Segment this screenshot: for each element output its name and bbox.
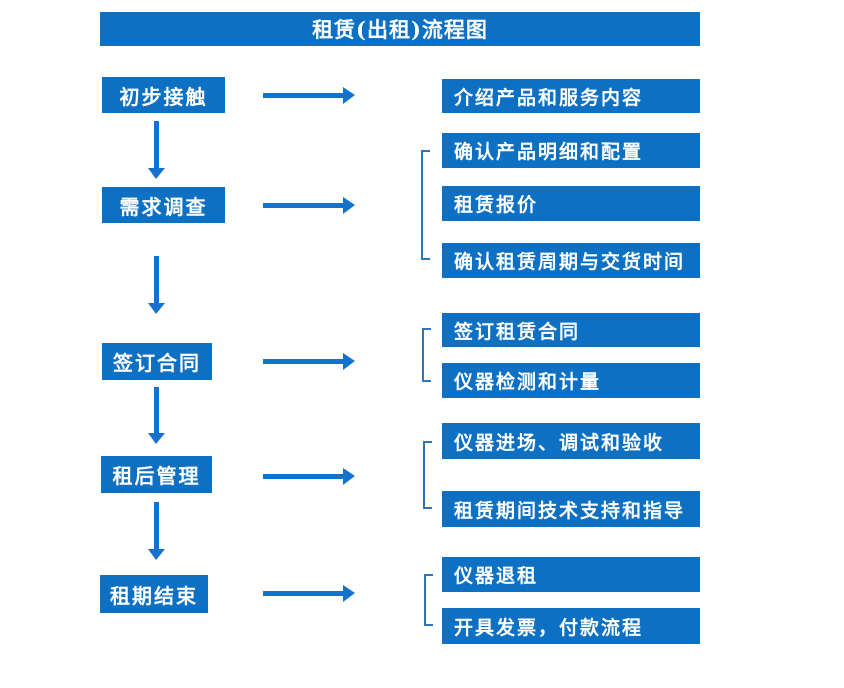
arrow-shaft [263, 93, 344, 98]
output-box-sign-rental-contract: 签订租赁合同 [442, 313, 700, 347]
down-arrow-2 [148, 256, 165, 314]
right-arrow-3 [263, 353, 355, 370]
bracket-demand-survey-group [421, 150, 430, 260]
output-box-instrument-testing: 仪器检测和计量 [442, 363, 700, 398]
down-arrow-1 [148, 121, 165, 179]
right-arrow-4 [263, 468, 355, 485]
diagram-title: 租赁(出租)流程图 [100, 12, 700, 46]
output-box-rental-quotation: 租赁报价 [442, 186, 700, 221]
stage-box-post-rental-management: 租后管理 [101, 456, 212, 493]
down-arrow-3 [148, 387, 165, 444]
arrow-head [148, 433, 165, 444]
arrow-shaft [154, 387, 159, 433]
bracket-period-end-group [424, 574, 433, 626]
output-box-confirm-period-delivery: 确认租赁周期与交货时间 [442, 243, 700, 278]
down-arrow-4 [148, 502, 165, 560]
arrow-shaft [263, 203, 344, 208]
arrow-shaft [154, 256, 159, 303]
right-arrow-2 [263, 197, 355, 214]
right-arrow-1 [263, 87, 355, 104]
stage-box-initial-contact: 初步接触 [102, 77, 225, 113]
arrow-shaft [263, 474, 344, 479]
stage-box-sign-contract: 签订合同 [102, 343, 212, 380]
output-box-invoice-payment: 开具发票，付款流程 [442, 608, 700, 644]
arrow-head [148, 168, 165, 179]
right-arrow-5 [263, 585, 355, 602]
arrow-shaft [154, 121, 159, 168]
arrow-head [343, 87, 355, 104]
bracket-sign-contract-group [422, 328, 431, 382]
stage-box-demand-survey: 需求调查 [102, 187, 225, 223]
arrow-head [343, 468, 355, 485]
arrow-head [343, 197, 355, 214]
arrow-shaft [154, 502, 159, 549]
arrow-head [148, 549, 165, 560]
arrow-shaft [263, 591, 344, 596]
output-box-introduce-products: 介绍产品和服务内容 [442, 79, 700, 113]
output-box-confirm-product-details: 确认产品明细和配置 [442, 133, 700, 168]
output-box-technical-support: 租赁期间技术支持和指导 [442, 491, 700, 527]
output-box-instrument-setup-acceptance: 仪器进场、调试和验收 [442, 423, 700, 459]
arrow-head [343, 353, 355, 370]
arrow-head [343, 585, 355, 602]
bracket-post-rental-group [423, 441, 432, 509]
stage-box-rental-period-end: 租期结束 [100, 575, 208, 613]
arrow-head [148, 303, 165, 314]
arrow-shaft [263, 359, 344, 364]
output-box-instrument-return: 仪器退租 [442, 557, 700, 592]
